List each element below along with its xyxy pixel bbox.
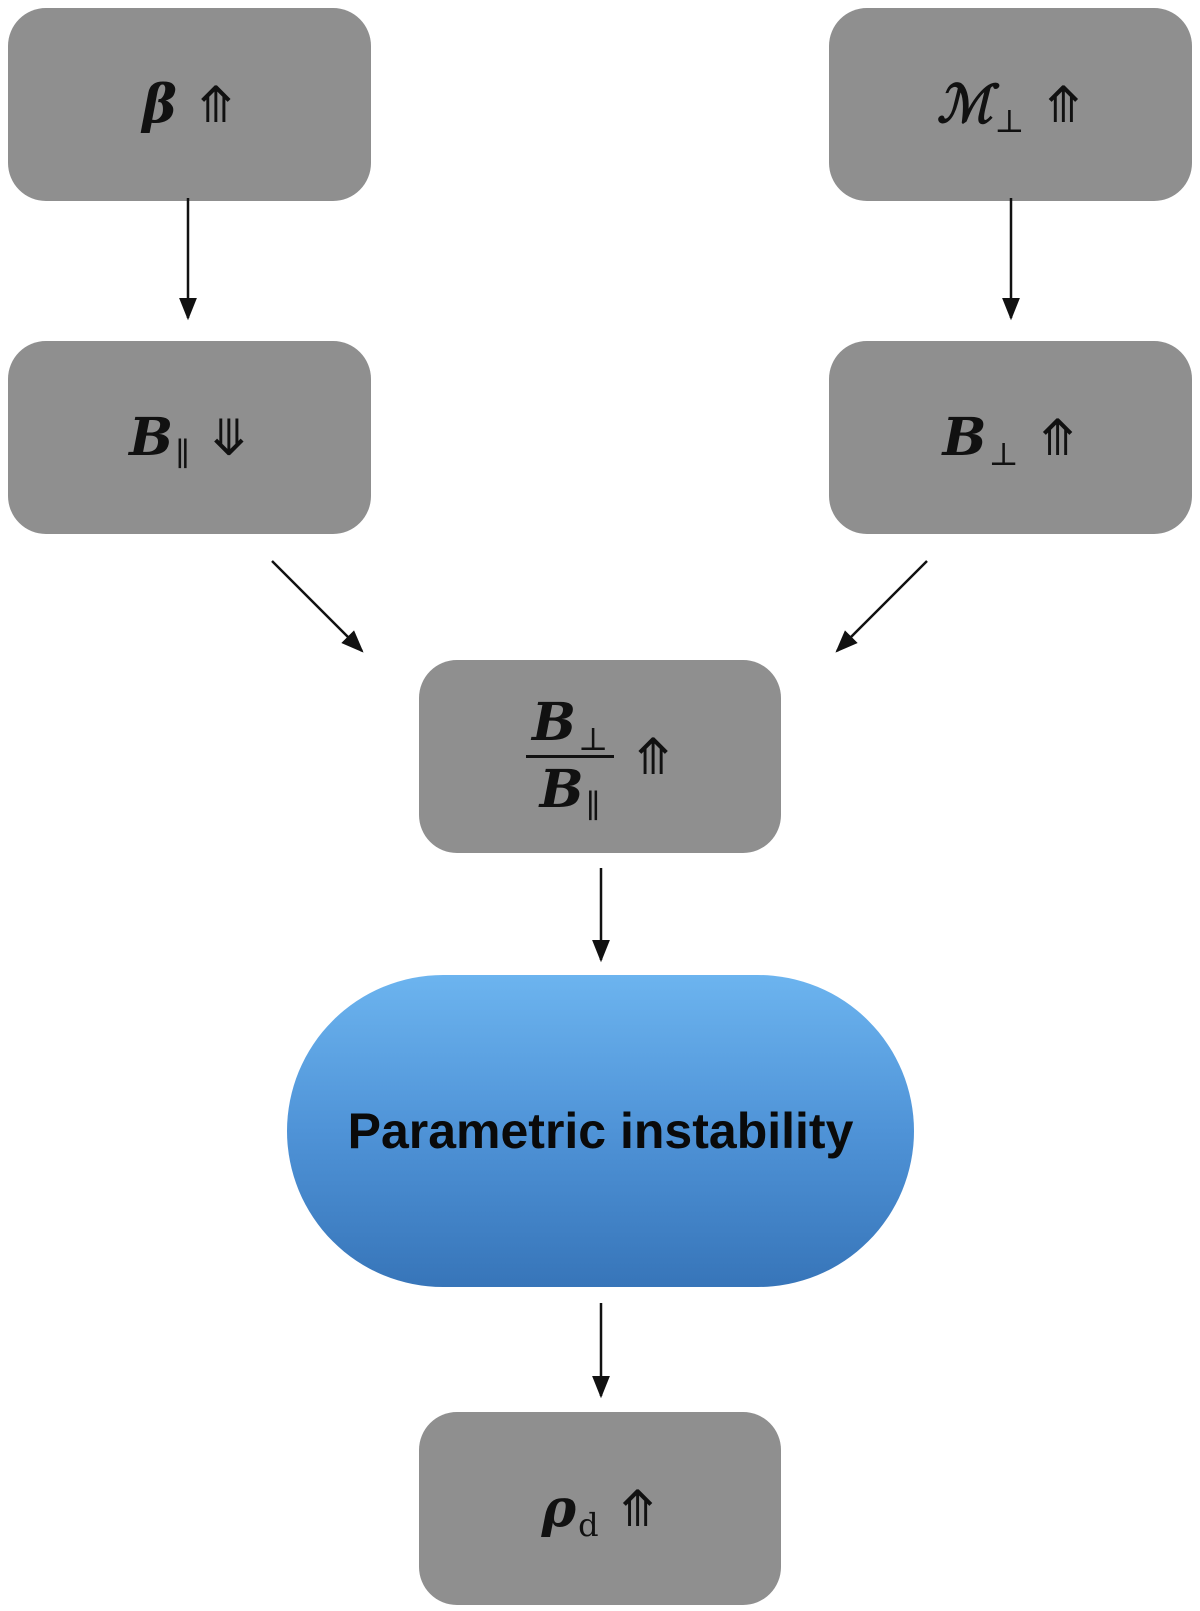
- ratio-numerator: B ⊥: [526, 692, 614, 756]
- node-b-perp: B ⊥ ⤊: [829, 341, 1192, 534]
- mach-symbol: ℳ: [936, 73, 993, 135]
- node-mach-perp: ℳ ⊥ ⤊: [829, 8, 1192, 201]
- ratio-denominator: B ∥: [534, 759, 607, 823]
- b-perp-subscript: ⊥: [988, 434, 1019, 473]
- edge-b-perp-to-ratio: [835, 560, 928, 653]
- b-perp-symbol: B: [942, 406, 987, 468]
- instability-label: Parametric instability: [347, 1103, 854, 1159]
- node-rho-d: ρ d ⤊: [419, 1412, 781, 1605]
- b-parallel-subscript: ∥: [175, 434, 190, 473]
- fraction-bar: [526, 755, 615, 758]
- edge-b-parallel-to-ratio: [271, 560, 364, 653]
- node-beta: β ⤊: [8, 8, 371, 201]
- node-b-parallel: B ∥ ⤋: [8, 341, 371, 534]
- node-ratio: B ⊥ B ∥ ⤊: [419, 660, 781, 853]
- increase-arrow-icon: ⤊: [1042, 75, 1085, 134]
- increase-arrow-icon: ⤊: [194, 75, 237, 134]
- beta-symbol: β: [142, 73, 177, 135]
- rho-subscript: d: [578, 1505, 599, 1544]
- ratio-numerator-subscript: ⊥: [577, 720, 609, 758]
- ratio-fraction: B ⊥ B ∥: [526, 692, 615, 823]
- decrease-arrow-icon: ⤋: [207, 408, 250, 467]
- mach-subscript: ⊥: [994, 101, 1025, 140]
- b-parallel-symbol: B: [129, 406, 174, 468]
- increase-arrow-icon: ⤊: [632, 727, 674, 786]
- rho-symbol: ρ: [541, 1477, 577, 1539]
- ratio-denominator-subscript: ∥: [585, 787, 601, 825]
- ratio-denominator-symbol: B: [539, 759, 584, 820]
- increase-arrow-icon: ⤊: [616, 1479, 659, 1538]
- node-parametric-instability: Parametric instability: [287, 975, 914, 1287]
- increase-arrow-icon: ⤊: [1036, 408, 1079, 467]
- ratio-numerator-symbol: B: [532, 692, 576, 753]
